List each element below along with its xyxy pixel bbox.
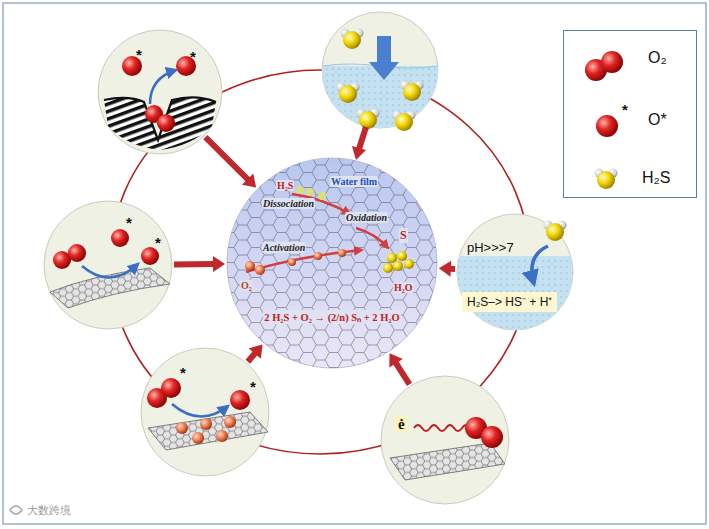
reaction-text: Oxidation xyxy=(345,212,388,223)
electron-transfer-illustration xyxy=(390,417,505,480)
reaction-text: Activation xyxy=(262,242,306,253)
asterisk: * xyxy=(126,214,132,231)
asterisk: * xyxy=(180,364,186,381)
alkaline-circle: pH>>>7H₂S–> HS⁻ + H⁺ xyxy=(457,214,573,330)
electron-circle: ė xyxy=(381,376,509,504)
asterisk: * xyxy=(250,378,256,395)
reaction-text: O₂ xyxy=(240,280,253,291)
legend-text: H₂S xyxy=(642,169,670,187)
asterisk: * xyxy=(136,46,142,63)
adsorption-circle: ** xyxy=(141,348,269,476)
arrow-shaft xyxy=(205,137,248,180)
arrow-head xyxy=(213,256,225,272)
activation-circle: ** xyxy=(44,201,172,329)
frame xyxy=(3,3,706,524)
equation-text: H₂S–> HS⁻ + H⁺ xyxy=(467,295,552,309)
legend-text: O* xyxy=(648,111,667,129)
reaction-text: S xyxy=(399,228,408,243)
sheet-activation-illustration xyxy=(50,229,170,308)
flow-arrow xyxy=(205,137,256,187)
asterisk: * xyxy=(155,234,161,251)
pore-illustration xyxy=(104,56,216,150)
asterisk: * xyxy=(190,48,196,65)
water-film-circle: H₂S Water filmDissociationOxidationS Activ… xyxy=(227,158,437,368)
circle-grounds xyxy=(44,12,573,504)
equation-box: H₂S–> HS⁻ + H⁺ xyxy=(462,292,557,312)
flow-arrow xyxy=(174,256,225,272)
flow-arrow xyxy=(389,353,409,384)
arrow-shaft xyxy=(248,353,256,362)
pore-circle: ** xyxy=(98,30,222,154)
arrow-head xyxy=(389,353,402,367)
water-uptake-illustration xyxy=(320,29,440,161)
flow-arrow xyxy=(439,261,455,277)
alkaline-water-illustration xyxy=(457,221,573,333)
asterisk: * xyxy=(622,101,628,118)
arrow-head xyxy=(242,173,256,187)
legend-text: O₂ xyxy=(648,49,667,67)
reaction-text: H₂S xyxy=(276,180,294,191)
water-film-illustration xyxy=(227,158,437,368)
arrow-shaft xyxy=(174,261,214,267)
arrow-shaft xyxy=(395,362,409,384)
reaction-text: H₂O xyxy=(393,282,414,293)
ph-label: pH>>>7 xyxy=(467,240,514,255)
electron-symbol: ė xyxy=(395,416,408,433)
surface-oxygen-illustration xyxy=(147,378,268,450)
flow-arrow xyxy=(248,344,263,361)
legend-icons xyxy=(585,51,623,189)
reaction-text: Water film xyxy=(330,176,378,187)
reaction-text: Dissociation xyxy=(262,198,315,209)
arrow-head xyxy=(439,261,451,277)
arrow-head xyxy=(249,344,263,358)
watermark: 大数跨境 xyxy=(27,503,71,518)
watermark-logo xyxy=(10,506,22,514)
legend: O₂ O* H₂S xyxy=(563,30,697,198)
reaction-text: 2 H₂S + O₂ → (2/n) Sₙ + 2 H₂O xyxy=(263,310,400,324)
